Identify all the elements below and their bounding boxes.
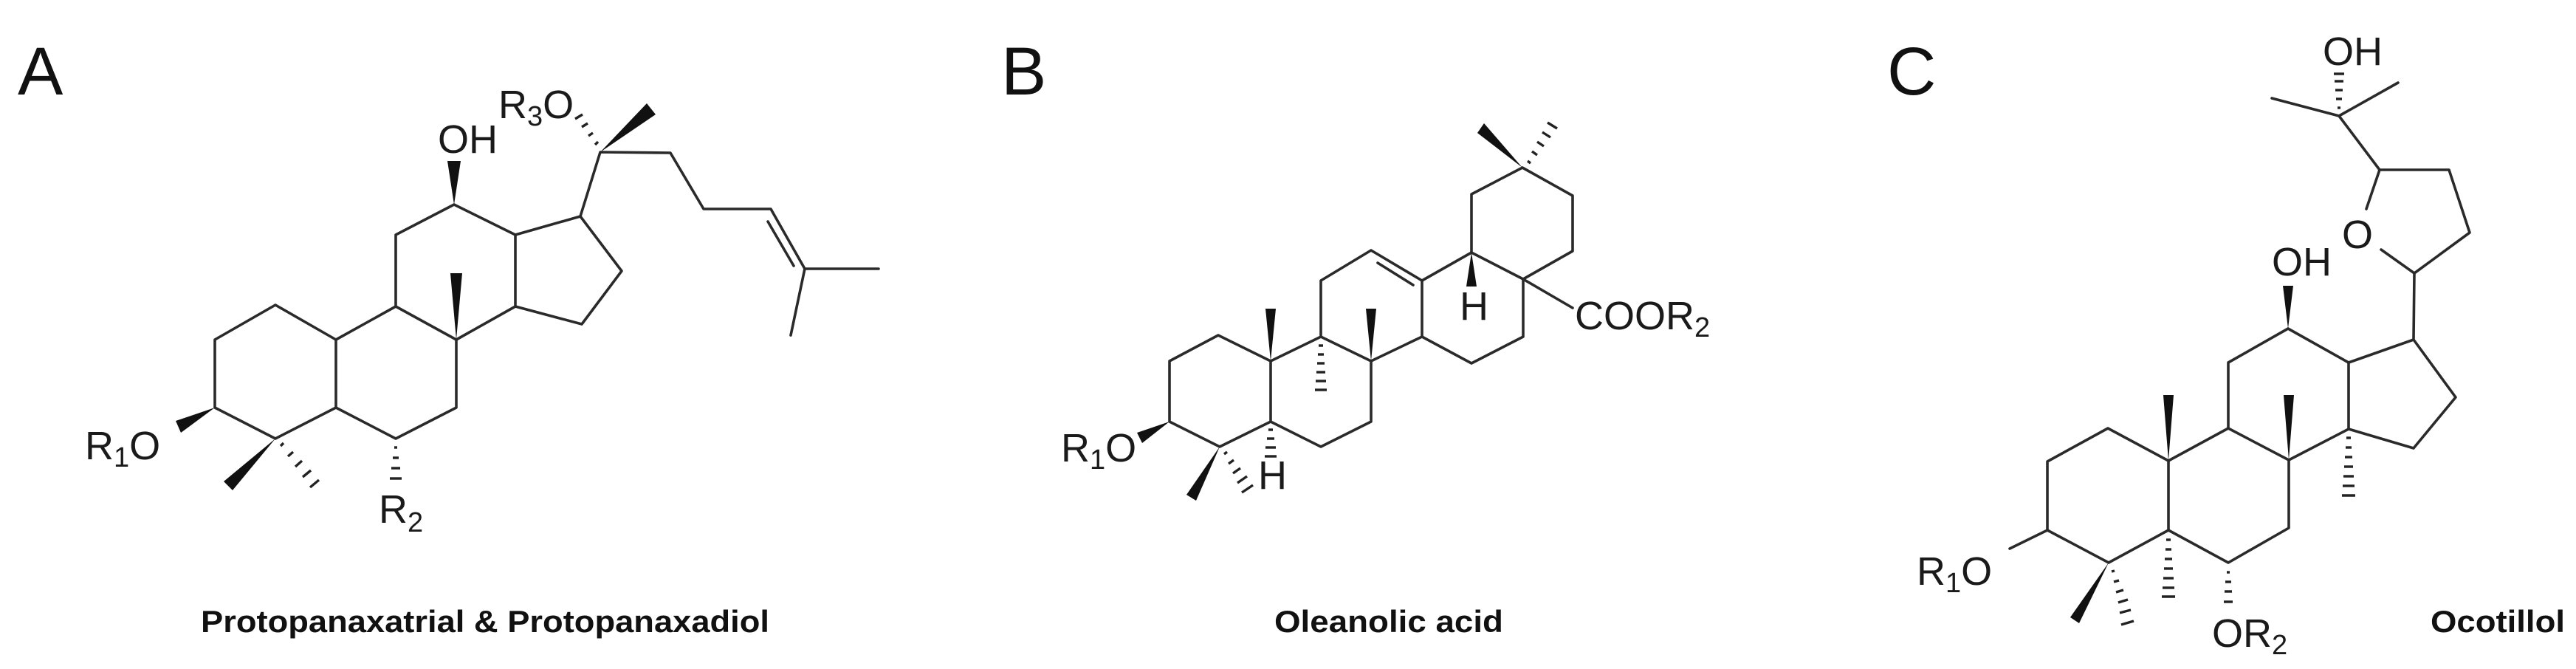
panel-c-skeleton — [2008, 81, 2471, 564]
panel-label-a: A — [18, 34, 63, 109]
hash-bond-c5-h — [1265, 428, 1277, 458]
wedge-bond-c20-methyl — [600, 103, 656, 152]
oh-label-a: OH — [438, 117, 498, 162]
h-label-c5: H — [1258, 453, 1287, 498]
panel-b: B — [1001, 34, 1710, 639]
wedge-bond-c18-h — [1466, 253, 1477, 287]
panel-a: A — [18, 34, 880, 639]
ring-o-label: O — [2342, 213, 2373, 257]
wedge-bond-c4-methyl — [2070, 563, 2109, 623]
panel-label-c: C — [1887, 34, 1936, 109]
hash-bond-c14-methyl — [2342, 436, 2355, 497]
oh-label-top: OH — [2323, 30, 2383, 74]
panel-b-skeleton — [1168, 166, 1574, 448]
wedge-bond-c20-methyl — [1477, 123, 1522, 168]
coor2-label: COOR2 — [1575, 294, 1710, 343]
caption-c: Ocotillol — [2431, 604, 2565, 639]
wedge-bond-c12-oh — [447, 161, 461, 205]
oh-label-c12: OH — [2272, 240, 2332, 284]
hash-bond-c4-methyl — [1223, 450, 1254, 494]
r2-label-a: R2 — [379, 487, 423, 538]
r3o-label-a: R3O — [498, 83, 574, 132]
panel-c: C — [1887, 30, 2565, 661]
wedge-bond-c8-methyl — [450, 273, 462, 340]
h-label-c18: H — [1460, 284, 1488, 329]
hash-bond-c6-r2 — [390, 446, 402, 480]
r1o-label-a: R1O — [85, 424, 160, 473]
wedge-bond-c12-oh — [2283, 286, 2293, 329]
wedge-bond-c4-methyl — [1186, 447, 1220, 501]
wedge-bond-c3-o — [176, 408, 215, 433]
r1o-label-b: R1O — [1061, 426, 1136, 476]
panel-label-b: B — [1001, 34, 1046, 109]
hash-bond-c4-methyl — [279, 442, 320, 489]
wedge-bond-c10-methyl — [2163, 395, 2174, 461]
wedge-bond-c3-o — [1137, 422, 1169, 443]
hash-bond-c4-methyl — [2111, 569, 2134, 626]
or2-label: OR2 — [2212, 611, 2287, 661]
r1o-label-c: R1O — [1917, 549, 1992, 599]
caption-a: Protopanaxatrial & Protopanaxadiol — [201, 604, 769, 639]
hash-bond-c5-methyl — [2162, 538, 2175, 598]
wedge-bond-c10-methyl — [1265, 309, 1276, 361]
caption-b: Oleanolic acid — [1274, 604, 1503, 639]
wedge-bond-c4-methyl — [224, 439, 275, 490]
hash-bond-c6-or2 — [2224, 571, 2233, 603]
panel-a-skeleton — [213, 151, 880, 440]
hash-bond-c25-oh — [2334, 72, 2344, 109]
hash-bond-c20-o — [574, 113, 600, 146]
wedge-bond-c8-methyl — [2284, 395, 2294, 460]
hash-bond-c20-methyl — [1526, 121, 1558, 165]
wedge-bond-c8-methyl — [1366, 309, 1376, 361]
hash-bond-c14-methyl — [1315, 344, 1327, 391]
